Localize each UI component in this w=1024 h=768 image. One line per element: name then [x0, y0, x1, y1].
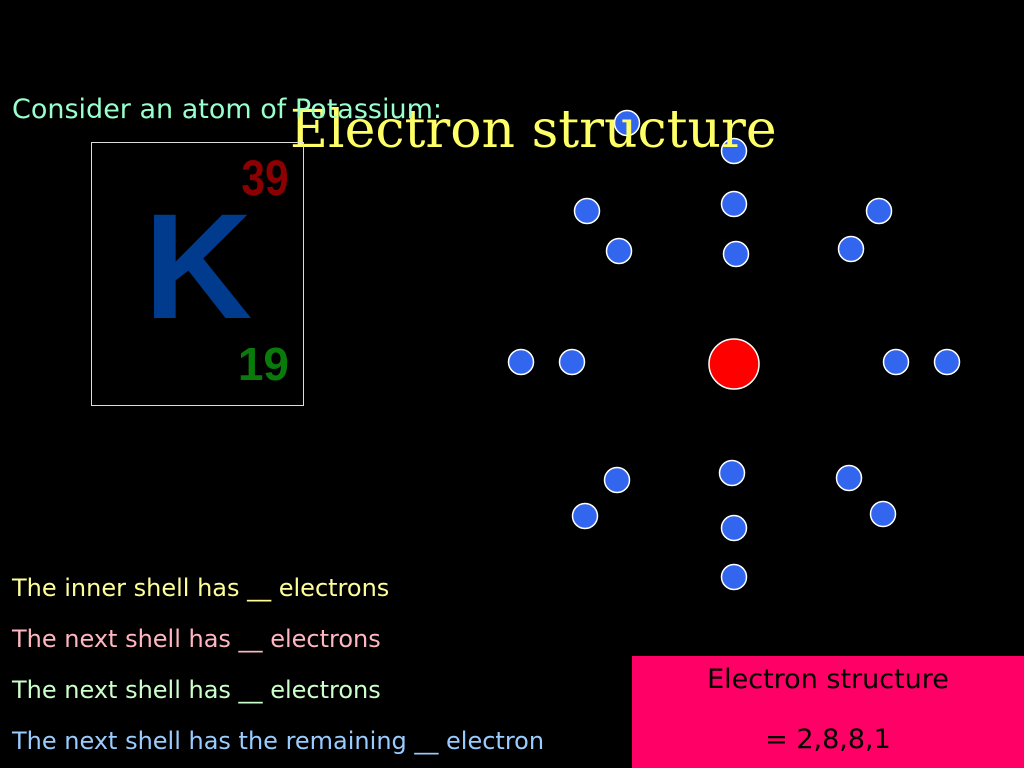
electron	[882, 348, 910, 376]
second-shell-text: The next shell has __ electrons	[12, 625, 381, 653]
electron	[573, 197, 601, 225]
electron	[865, 197, 893, 225]
third-shell-text: The next shell has __ electrons	[12, 676, 381, 704]
electron	[869, 500, 897, 528]
outer-shell-text: The next shell has the remaining __ elec…	[12, 727, 545, 755]
electron	[720, 514, 748, 542]
electron	[933, 348, 961, 376]
electron	[558, 348, 586, 376]
inner-shell-text: The inner shell has __ electrons	[12, 574, 390, 602]
electron	[720, 137, 748, 165]
slide-title: Electron structure	[290, 100, 777, 160]
element-symbol: K	[144, 182, 253, 350]
electron	[571, 502, 599, 530]
answer-box: Electron structure = 2,8,8,1	[632, 656, 1024, 768]
electron	[835, 464, 863, 492]
intro-text: Consider an atom of Potassium:	[12, 94, 442, 125]
mass-number: 39	[241, 150, 289, 206]
answer-label: Electron structure	[707, 664, 949, 695]
electron	[613, 109, 641, 137]
answer-value: = 2,8,8,1	[765, 724, 891, 755]
atomic-number: 19	[237, 338, 289, 390]
electron	[605, 237, 633, 265]
electron	[837, 235, 865, 263]
electron	[720, 563, 748, 591]
element-tile: 39 K 19	[91, 142, 304, 406]
electron	[507, 348, 535, 376]
electron	[718, 459, 746, 487]
nucleus	[708, 338, 760, 390]
electron	[603, 466, 631, 494]
electron	[720, 190, 748, 218]
electron	[722, 240, 750, 268]
